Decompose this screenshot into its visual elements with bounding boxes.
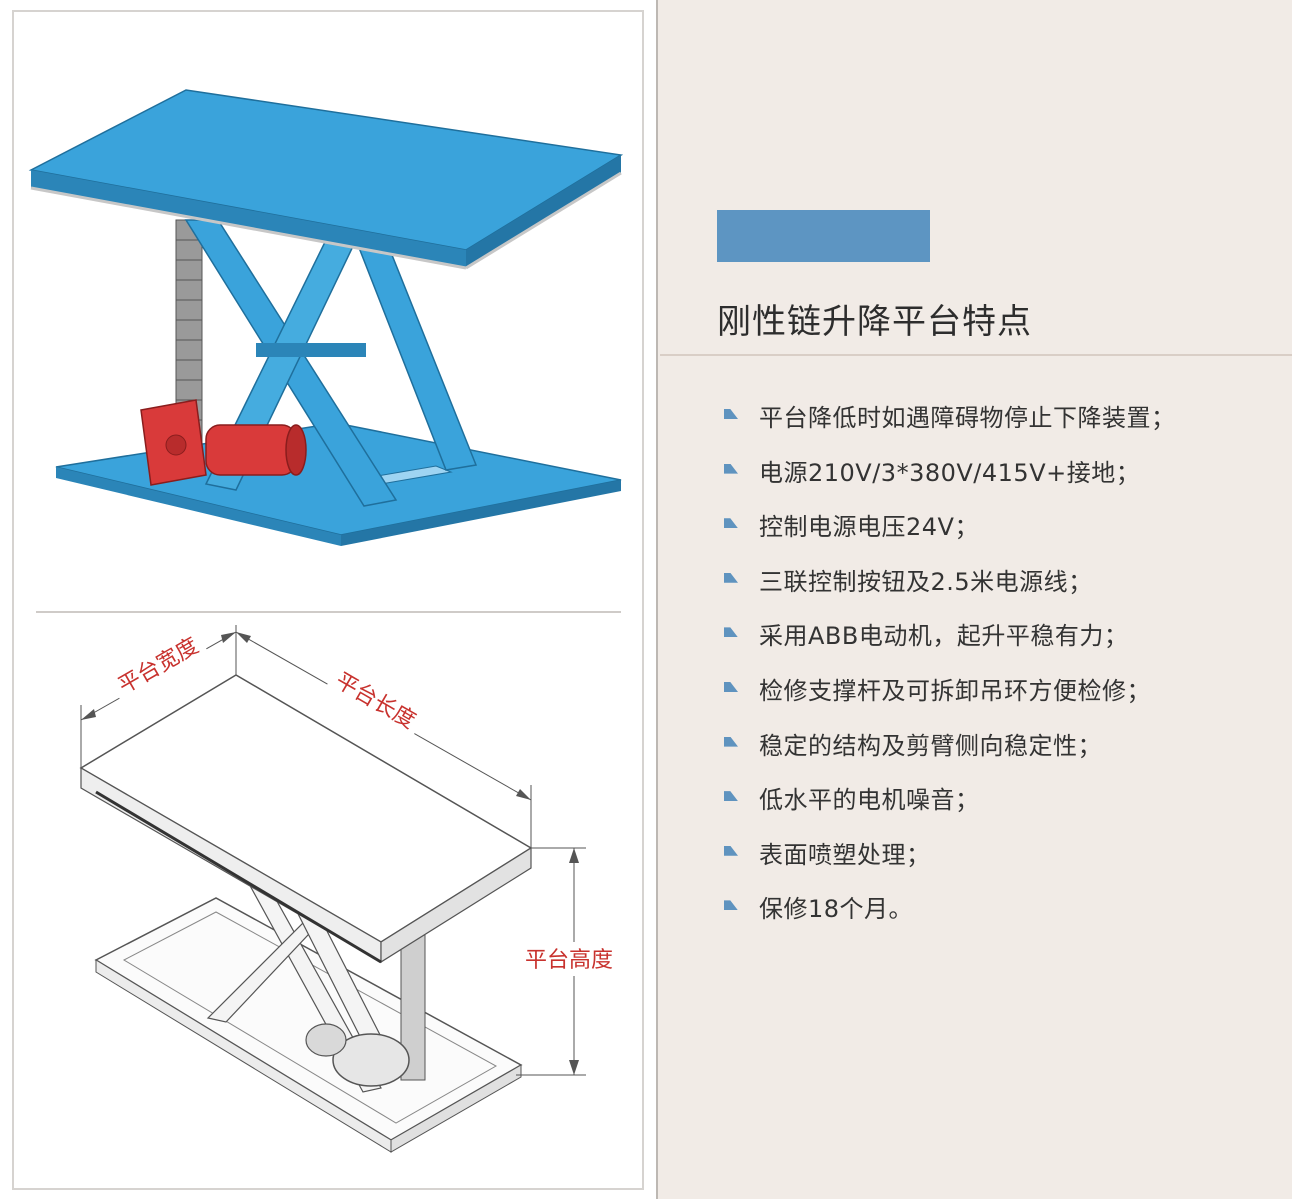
features-panel: 刚性链升降平台特点 平台降低时如遇障碍物停止下降装置； 电源210V/3*380… bbox=[660, 0, 1292, 1199]
bullet-icon bbox=[724, 791, 738, 802]
list-item: 控制电源电压24V； bbox=[724, 507, 1284, 562]
product-images-panel: 平台宽度 平台长度 平台高度 bbox=[0, 0, 658, 1199]
list-item: 低水平的电机噪音； bbox=[724, 780, 1284, 835]
bullet-icon bbox=[724, 627, 738, 638]
list-item: 电源210V/3*380V/415V+接地； bbox=[724, 453, 1284, 508]
section-title: 刚性链升降平台特点 bbox=[717, 302, 1032, 342]
bullet-icon bbox=[724, 845, 738, 856]
bullet-icon bbox=[724, 463, 738, 474]
feature-text: 控制电源电压24V； bbox=[759, 513, 979, 542]
list-item: 保修18个月。 bbox=[724, 889, 1284, 944]
feature-text: 检修支撑杆及可拆卸吊环方便检修； bbox=[759, 676, 1151, 705]
lift-color-render bbox=[28, 89, 624, 546]
list-item: 稳定的结构及剪臂侧向稳定性； bbox=[724, 726, 1284, 781]
bullet-icon bbox=[724, 736, 738, 747]
lift-dimension-drawing: 平台宽度 平台长度 平台高度 bbox=[79, 625, 617, 1153]
feature-text: 低水平的电机噪音； bbox=[759, 786, 980, 815]
height-dimension-label: 平台高度 bbox=[525, 948, 613, 973]
list-item: 平台降低时如遇障碍物停止下降装置； bbox=[724, 398, 1284, 453]
feature-text: 采用ABB电动机，起升平稳有力； bbox=[759, 622, 1129, 651]
list-item: 三联控制按钮及2.5米电源线； bbox=[724, 562, 1284, 617]
panel-divider bbox=[36, 611, 621, 613]
list-item: 采用ABB电动机，起升平稳有力； bbox=[724, 616, 1284, 671]
title-divider bbox=[660, 354, 1292, 356]
feature-text: 表面喷塑处理； bbox=[759, 840, 931, 869]
feature-text: 平台降低时如遇障碍物停止下降装置； bbox=[759, 404, 1176, 432]
bullet-icon bbox=[724, 681, 738, 692]
accent-bar bbox=[717, 210, 930, 262]
feature-text: 电源210V/3*380V/415V+接地； bbox=[759, 458, 1141, 487]
feature-text: 稳定的结构及剪臂侧向稳定性； bbox=[759, 731, 1102, 760]
bullet-icon bbox=[724, 409, 738, 419]
image-frame bbox=[12, 10, 644, 1190]
bullet-icon bbox=[724, 572, 738, 583]
feature-list: 平台降低时如遇障碍物停止下降装置； 电源210V/3*380V/415V+接地；… bbox=[724, 398, 1284, 944]
feature-text: 保修18个月。 bbox=[759, 895, 914, 924]
bullet-icon bbox=[724, 518, 738, 529]
list-item: 检修支撑杆及可拆卸吊环方便检修； bbox=[724, 671, 1284, 726]
list-item: 表面喷塑处理； bbox=[724, 835, 1284, 890]
feature-text: 三联控制按钮及2.5米电源线； bbox=[759, 567, 1093, 596]
bullet-icon bbox=[724, 900, 738, 911]
